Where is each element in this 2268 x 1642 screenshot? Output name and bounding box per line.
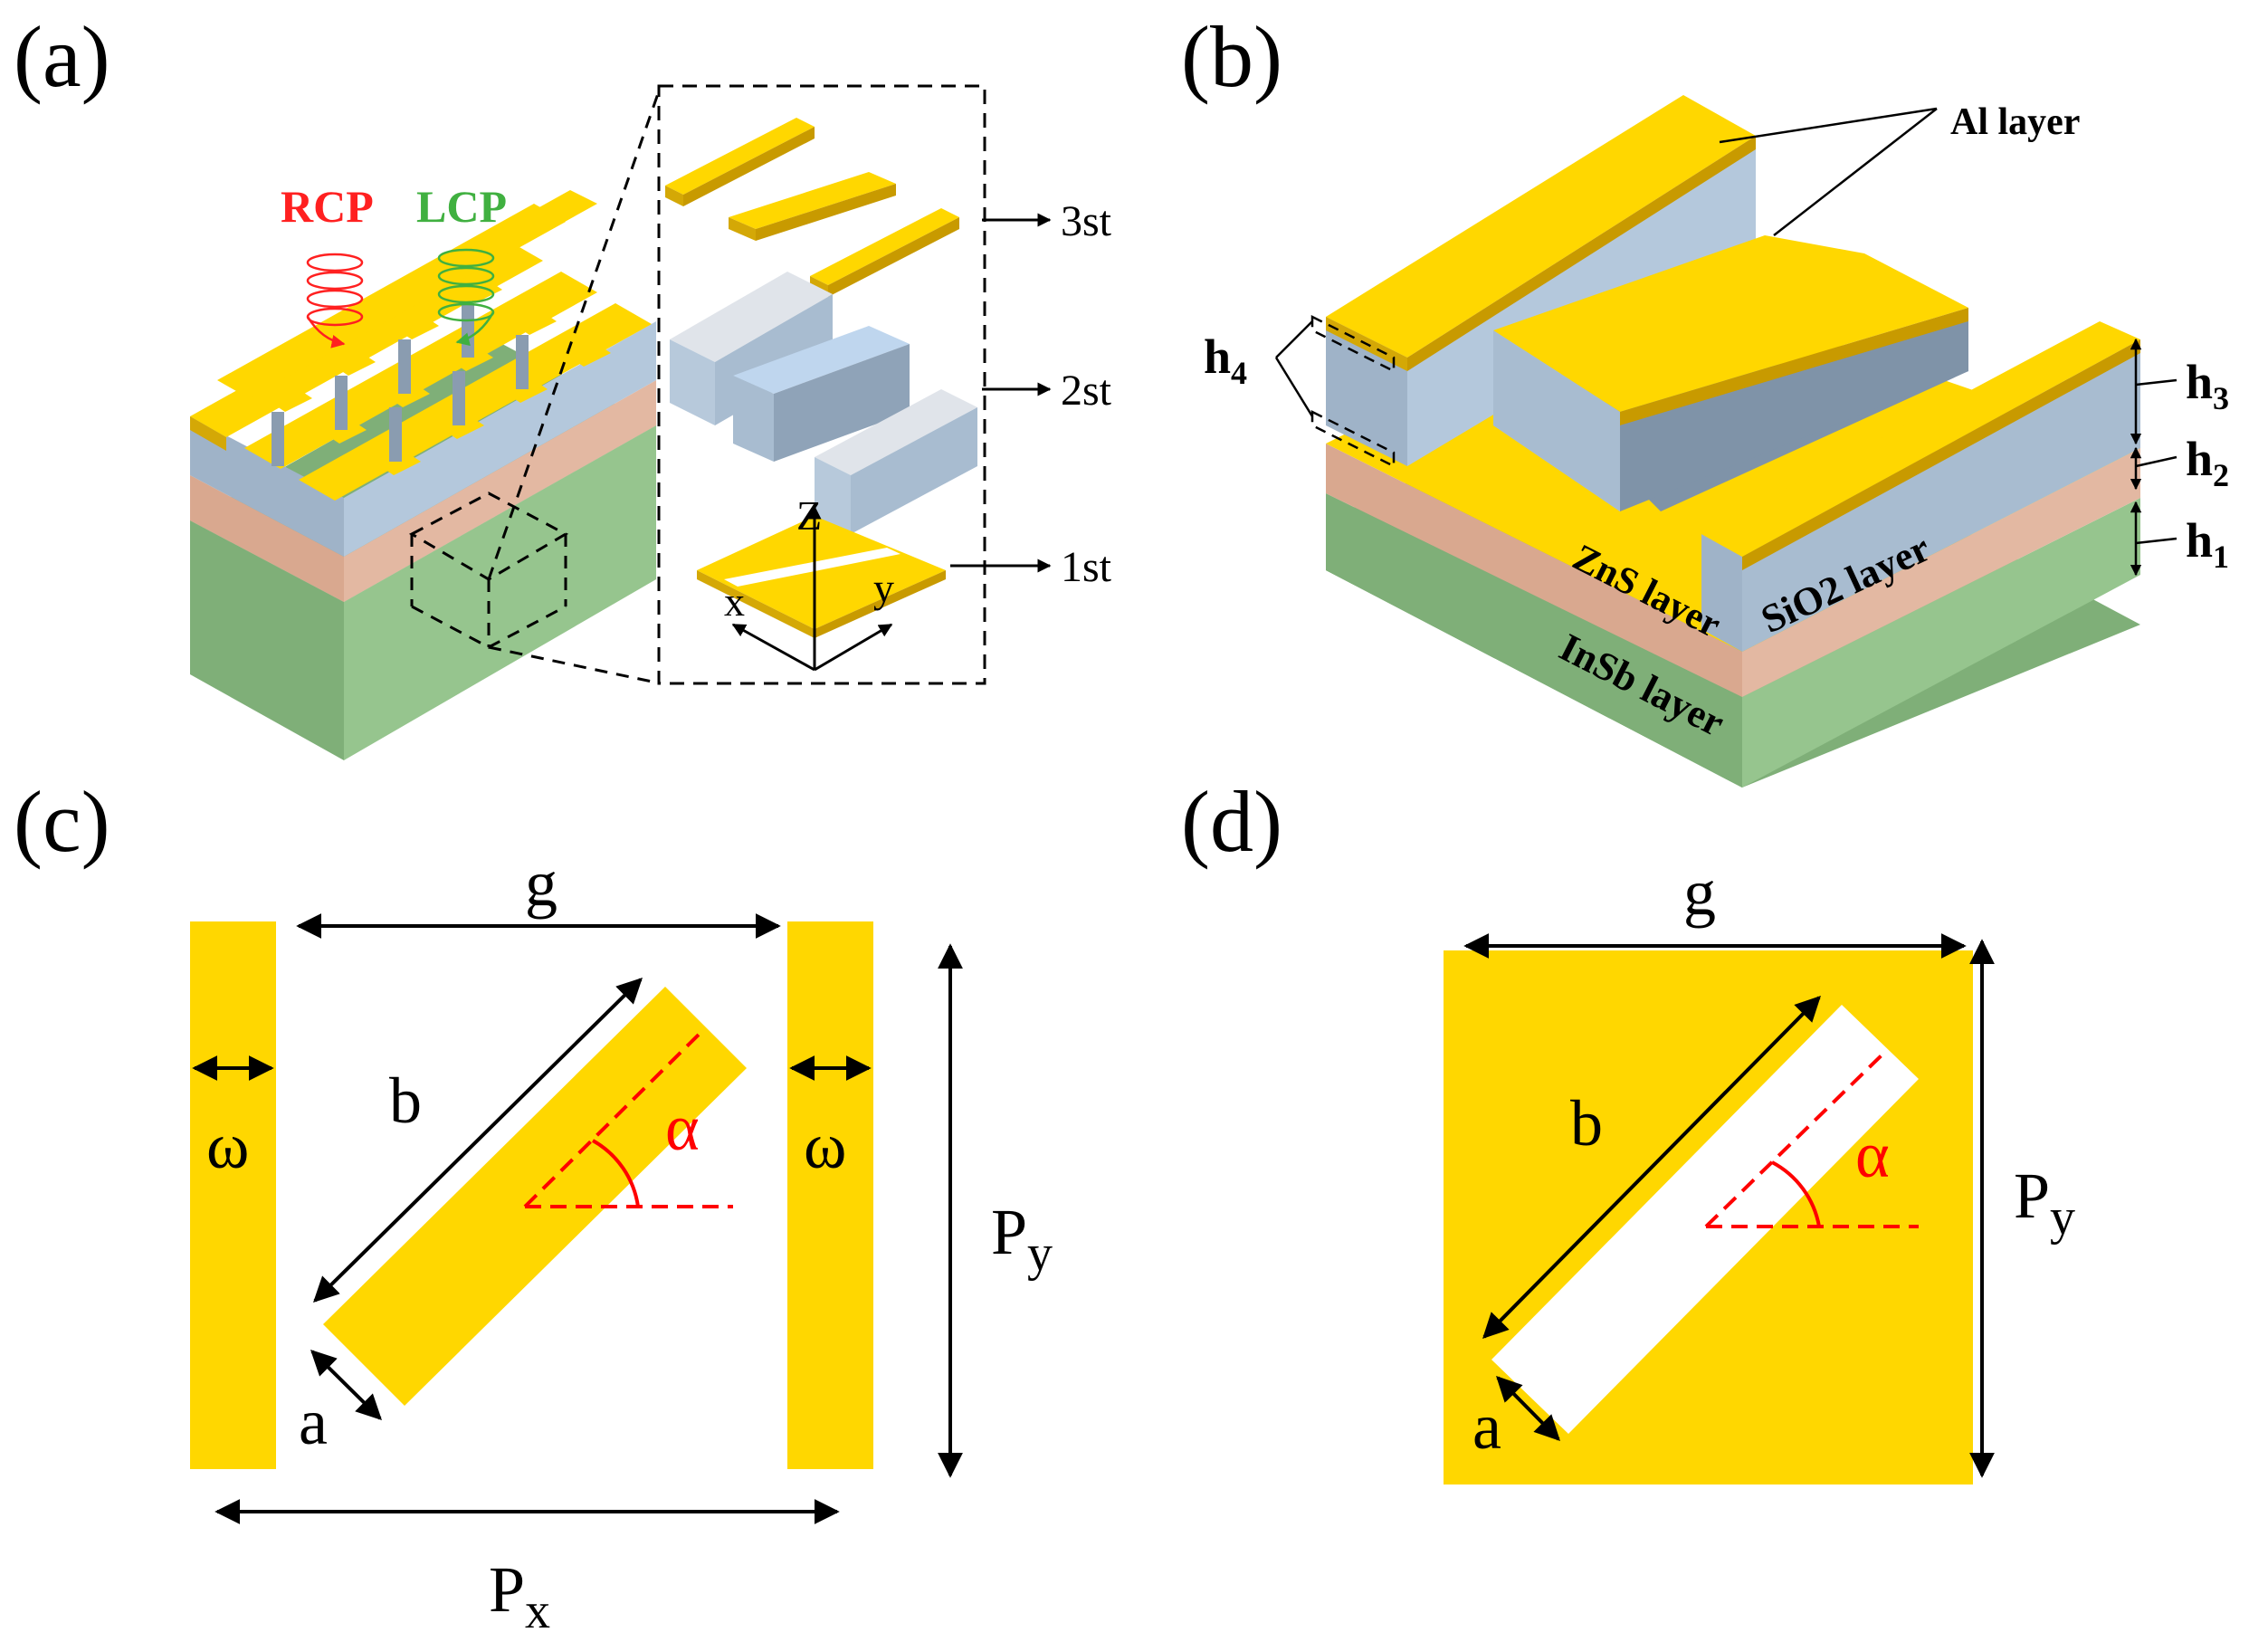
- angle-c: [523, 1030, 733, 1208]
- angle-arc-d: [1771, 1160, 1821, 1227]
- exploded-view-box-a: [657, 84, 986, 685]
- omega-left-c: ω: [206, 1110, 249, 1182]
- center-bar-side2: [1620, 321, 1968, 511]
- zns-front-b: [1326, 444, 1742, 697]
- layer3-bars: [665, 118, 959, 297]
- insb-body-b: [1326, 493, 1742, 788]
- slits-a: [272, 281, 611, 475]
- angle-d: [1704, 1048, 1919, 1228]
- center-bar-body: [1493, 330, 1620, 511]
- a-label-d: a: [1472, 1390, 1501, 1463]
- py-label-d: Py: [2014, 1160, 2075, 1246]
- al-leaders: [1719, 107, 1938, 236]
- center-bar-cap-edge: [1620, 308, 1968, 425]
- axis-x: x: [724, 578, 745, 625]
- layer1-plate: [697, 516, 946, 638]
- right-strip-c: [787, 921, 873, 1469]
- layer-callouts-a: [950, 213, 1052, 573]
- insb-front-a: [190, 520, 344, 760]
- h4-brackets: [1310, 314, 1396, 469]
- alpha-label-d: α: [1855, 1119, 1890, 1191]
- left-strip-c: [190, 921, 276, 1469]
- lcp-helix: [437, 248, 495, 347]
- b-label-c: b: [389, 1064, 422, 1137]
- arrows-d: [1463, 933, 1995, 1478]
- right-wall-cap: [1701, 321, 2140, 557]
- g-label-c: g: [525, 847, 557, 920]
- h4-leaders: [1274, 320, 1314, 417]
- axis-z: Z: [796, 492, 822, 539]
- grating-bars-a: [190, 190, 652, 501]
- right-wall-side: [1742, 339, 2140, 652]
- zns-side-a: [344, 380, 656, 602]
- zns-front-a: [190, 475, 344, 602]
- right-wall-front: [1701, 534, 1742, 652]
- panel-b-label: (b): [1181, 8, 1282, 105]
- h3-label: h3: [2186, 355, 2229, 416]
- layer1-label: 1st: [1061, 543, 1112, 591]
- center-bar-cap: [1493, 235, 1968, 412]
- unit-cell-box-a: [408, 85, 662, 685]
- panel-c: (c) g b a ω ω α Py Px: [14, 773, 1053, 1639]
- panel-b: (b): [1181, 8, 2229, 788]
- arrows-c: [192, 913, 963, 1524]
- axes-a: [731, 505, 893, 672]
- insb-side-body-b: [1742, 498, 2140, 788]
- h2-label: h2: [2186, 432, 2229, 493]
- panel-a: (a): [14, 8, 1112, 760]
- left-wall-cap-edge2: [1407, 136, 1756, 371]
- lcp-label: LCP: [416, 181, 507, 232]
- panel-a-label: (a): [14, 8, 110, 105]
- layer2-blocks: [670, 272, 977, 534]
- zns-side-b: [1742, 448, 2140, 697]
- g-label-d: g: [1683, 856, 1716, 929]
- px-label-c: Px: [489, 1553, 550, 1639]
- sio2-side-a: [344, 321, 656, 557]
- py-label-c: Py: [991, 1196, 1053, 1282]
- b-label-d: b: [1570, 1087, 1603, 1160]
- layer3-label: 3st: [1061, 197, 1112, 245]
- rcp-helix: [306, 253, 364, 348]
- panel-d-label: (d): [1181, 773, 1282, 870]
- omega-right-c: ω: [804, 1110, 846, 1182]
- panel-c-label: (c): [14, 773, 110, 870]
- insb-side-a: [344, 425, 656, 760]
- right-wall-cap-edge: [1742, 339, 2140, 570]
- rcp-label: RCP: [281, 181, 374, 232]
- sio2-front-a: [190, 416, 344, 557]
- angle-arc-c: [592, 1139, 640, 1208]
- h4-label: h4: [1204, 329, 1247, 391]
- al-layer-label: Al layer: [1950, 101, 2080, 143]
- alpha-label-c: α: [665, 1092, 700, 1164]
- h1-label: h1: [2186, 513, 2229, 575]
- left-wall-cap: [1326, 95, 1756, 358]
- slit-shadows-a: [272, 303, 529, 466]
- height-markers: [2130, 338, 2177, 577]
- a-label-c: a: [299, 1386, 328, 1458]
- panel-d: (d) g b a α Py: [1181, 773, 2075, 1484]
- axis-y: y: [873, 565, 894, 611]
- layer2-label: 2st: [1061, 367, 1112, 415]
